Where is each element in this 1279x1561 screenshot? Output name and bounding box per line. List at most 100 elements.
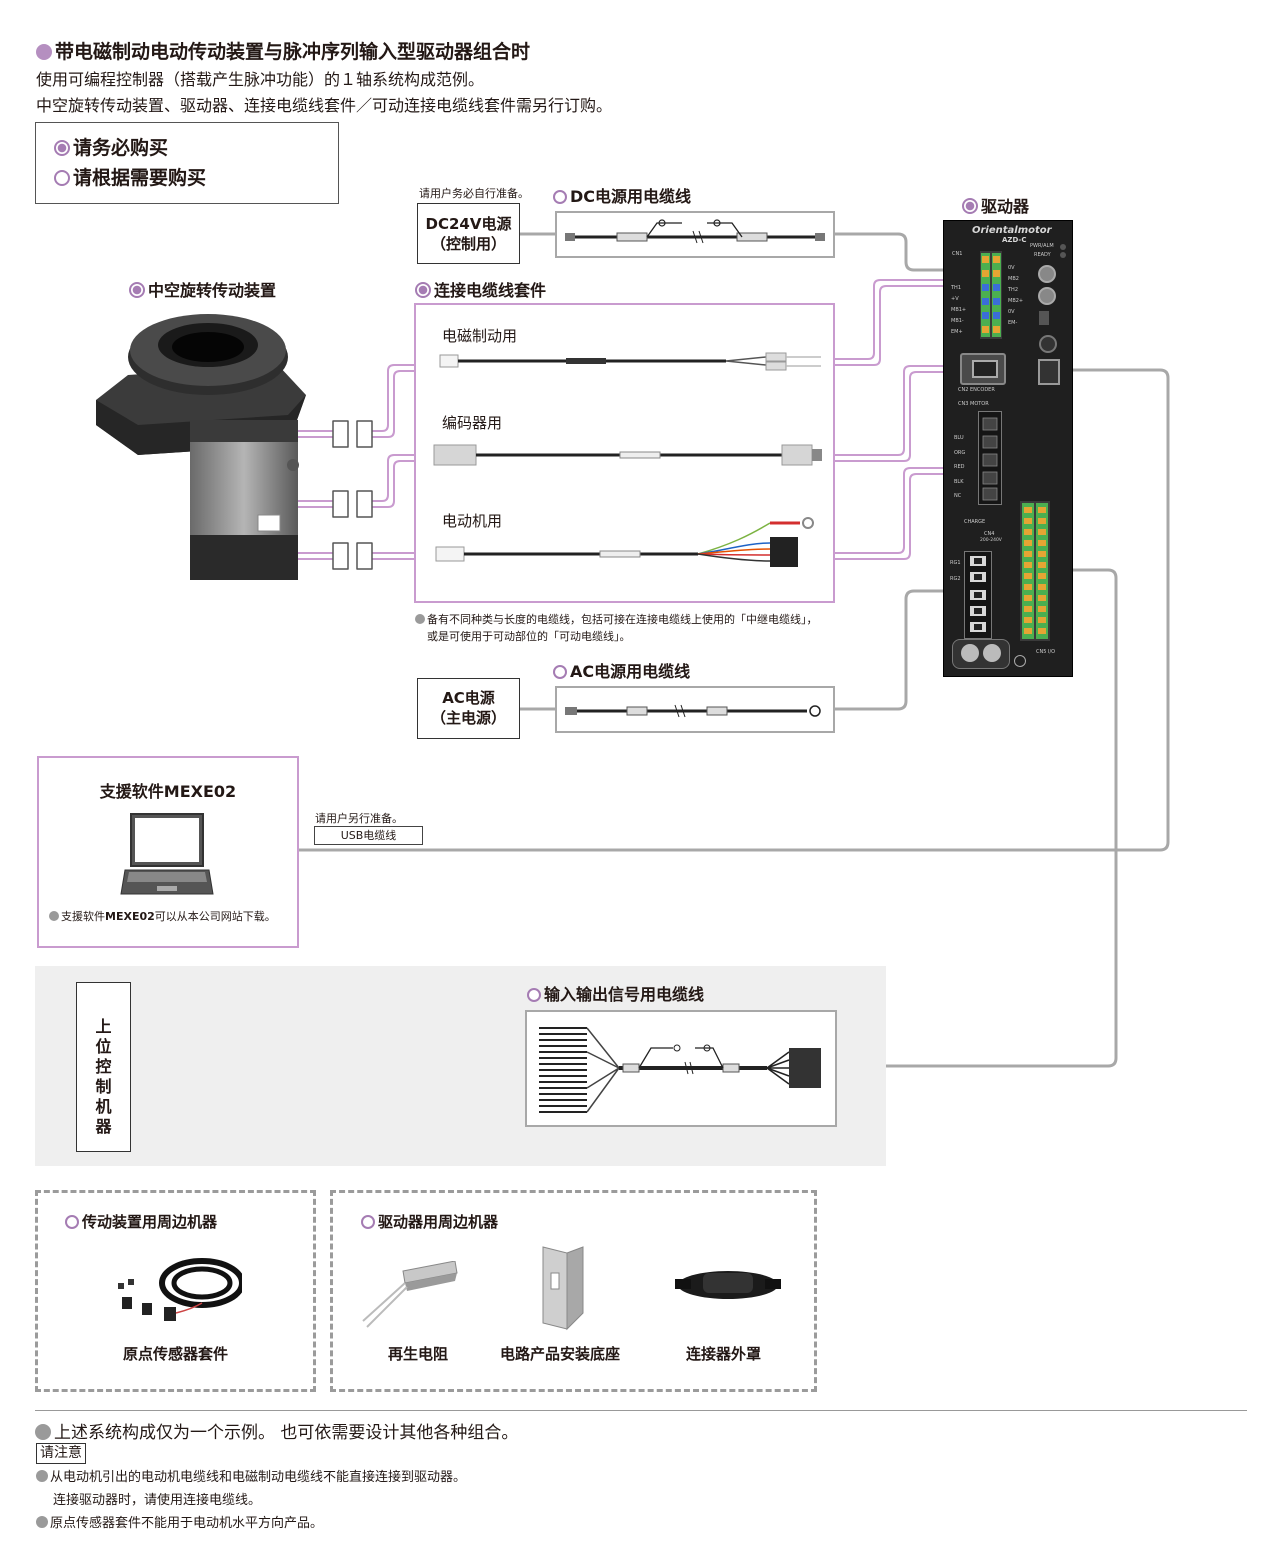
optional-marker-icon xyxy=(527,988,541,1002)
caution-list: 从电动机引出的电动机电缆线和电磁制动电缆线不能直接连接到驱动器。 连接驱动器时，… xyxy=(36,1466,466,1535)
motor-cable-label: 电动机用 xyxy=(442,512,503,530)
software-title: 支援软件MEXE02 xyxy=(99,782,237,801)
led-ready-label: READY xyxy=(1034,252,1051,258)
home-sensor-kit-icon xyxy=(118,1258,242,1321)
cn1-terminal-icon xyxy=(981,253,1001,337)
note-bullet-icon xyxy=(36,1470,48,1482)
brake-cable-label: 电磁制动用 xyxy=(442,327,518,345)
regenerative-resistor-icon xyxy=(362,1261,458,1328)
rotary-switch-pl-icon[interactable] xyxy=(1038,287,1056,305)
encoder-cable-label: 编码器用 xyxy=(442,414,503,432)
ac-cable-box xyxy=(555,686,835,733)
cn5-terminal xyxy=(1020,501,1050,641)
page-title: 带电磁制动电动传动装置与脉冲序列输入型驱动器组合时 xyxy=(36,37,530,64)
header-line2: 中空旋转传动装置、驱动器、连接电缆线套件／可动连接电缆线套件需另行订购。 xyxy=(36,96,613,115)
cn1-label: CN1 xyxy=(952,251,963,257)
led-pwr-label: PWR/ALM xyxy=(1030,243,1054,249)
cable-kit-title: 连接电缆线套件 xyxy=(415,277,546,301)
cn5-label: CN5 I/O xyxy=(1036,649,1056,655)
cn3-label: CN3 MOTOR xyxy=(958,401,989,407)
mounting-bracket-label: 电路产品安装底座 xyxy=(500,1345,621,1363)
ac-cable-icon xyxy=(565,704,821,718)
example-note: 上述系统构成仅为一个示例。 也可依需要设计其他各种组合。 xyxy=(35,1418,518,1443)
legend-optional: 请根据需要购买 xyxy=(54,163,206,190)
cn4-label: CN4 xyxy=(984,531,995,537)
optional-marker-icon xyxy=(553,665,567,679)
driver-peripherals-title: 驱动器用周边机器 xyxy=(361,1211,498,1232)
cn1-terminal xyxy=(980,251,1002,339)
hollow-rotary-actuator-icon xyxy=(96,314,306,580)
home-sensor-kit-label: 原点传感器套件 xyxy=(122,1345,228,1363)
io-cable-title: 输入输出信号用电缆线 xyxy=(527,981,704,1005)
io-cable-box xyxy=(525,1010,837,1127)
connector-cover-icon xyxy=(675,1271,781,1299)
caution-2: 原点传感器套件不能用于电动机水平方向产品。 xyxy=(36,1512,466,1535)
cable-kit-note: 备有不同种类与长度的电缆线，包括可接在连接电缆线上使用的「中继电缆线」， 或是可… xyxy=(415,611,818,645)
host-controller-box: 上位控制机器 xyxy=(76,982,131,1152)
actuator-peripherals-box: 传动装置用周边机器 原点传感器套件 xyxy=(35,1190,316,1392)
connector-cover-label: 连接器外罩 xyxy=(686,1345,762,1363)
required-marker-icon xyxy=(962,198,978,214)
cn2-connector xyxy=(960,353,1006,385)
cn3-connector-icon xyxy=(982,417,998,501)
optional-marker-icon xyxy=(361,1215,375,1229)
home-preset-button[interactable] xyxy=(1039,335,1057,353)
usb-cable-label: USB电缆线 xyxy=(314,826,423,845)
brake-cable-icon xyxy=(439,352,821,371)
caution-label: 请注意 xyxy=(36,1443,86,1464)
host-label: 上位控制机器 xyxy=(95,1017,112,1136)
cn4-connector xyxy=(964,551,992,639)
rotary-switch-current-icon[interactable] xyxy=(1038,265,1056,283)
laptop-icon xyxy=(120,813,214,895)
dc-cable-icon xyxy=(565,219,825,244)
required-marker-icon xyxy=(129,282,145,298)
software-note: 支援软件MEXE02可以从本公司网站下载。 xyxy=(49,908,276,924)
led-ready-icon xyxy=(1060,252,1066,258)
optional-marker-icon xyxy=(54,170,70,186)
dip-switch-icon[interactable] xyxy=(1039,311,1049,325)
ground-icon xyxy=(1014,655,1026,667)
cn4-connector-icon xyxy=(970,556,986,632)
usb-port-icon xyxy=(1038,359,1060,385)
encoder-cable-icon xyxy=(433,444,822,466)
cn5-terminal-icon xyxy=(1022,503,1048,639)
caution-1: 从电动机引出的电动机电缆线和电磁制动电缆线不能直接连接到驱动器。 xyxy=(36,1466,466,1489)
motor-cable-icon xyxy=(435,517,814,567)
header-line1: 使用可编程控制器（搭载产生脉冲功能）的１轴系统构成范例。 xyxy=(36,70,485,89)
led-pwr-icon xyxy=(1060,244,1066,250)
dc-power-note: 请用户务必自行准备。 xyxy=(419,187,529,200)
caution-1b: 连接驱动器时，请使用连接电缆线。 xyxy=(53,1493,262,1508)
mounting-bracket-icon xyxy=(542,1246,584,1331)
footer-divider xyxy=(35,1410,1247,1411)
cn2-port-icon xyxy=(972,360,998,378)
ac-power-box: AC电源 （主电源） xyxy=(417,678,520,739)
heatsink-fan-icon xyxy=(952,639,1010,669)
required-marker-icon xyxy=(415,282,431,298)
note-bullet-icon xyxy=(36,1516,48,1528)
note-bullet-icon xyxy=(49,911,59,921)
note-bullet-icon xyxy=(415,614,425,624)
optional-marker-icon xyxy=(553,190,567,204)
dc-power-box: DC24V电源 （控制用） xyxy=(417,203,520,264)
driver-unit: Orientalmotor AZD-C PWR/ALM READY CN1 TH… xyxy=(943,220,1073,677)
actuator-peripherals-title: 传动装置用周边机器 xyxy=(65,1211,217,1232)
software-box: 支援软件MEXE02 支援软件MEXE02可以从本公司网站下载。 xyxy=(37,756,299,948)
cn4-volt-label: 200-240V xyxy=(980,538,1002,543)
charge-label: CHARGE xyxy=(964,519,986,525)
dc-cable-box xyxy=(555,211,835,258)
optional-marker-icon xyxy=(65,1215,79,1229)
title-bullet-icon xyxy=(36,44,52,60)
io-cable-icon xyxy=(539,1027,821,1113)
legend-box: 请务必购买 请根据需要购买 xyxy=(35,122,339,204)
regenerative-resistor-label: 再生电阻 xyxy=(388,1345,449,1363)
ac-cable-title: AC电源用电缆线 xyxy=(553,658,690,682)
usb-note: 请用户另行准备。 xyxy=(315,812,403,825)
cn3-connector xyxy=(978,411,1002,505)
note-bullet-icon xyxy=(35,1424,51,1440)
driver-title: 驱动器 xyxy=(962,193,1029,217)
legend-required: 请务必购买 xyxy=(54,133,168,160)
